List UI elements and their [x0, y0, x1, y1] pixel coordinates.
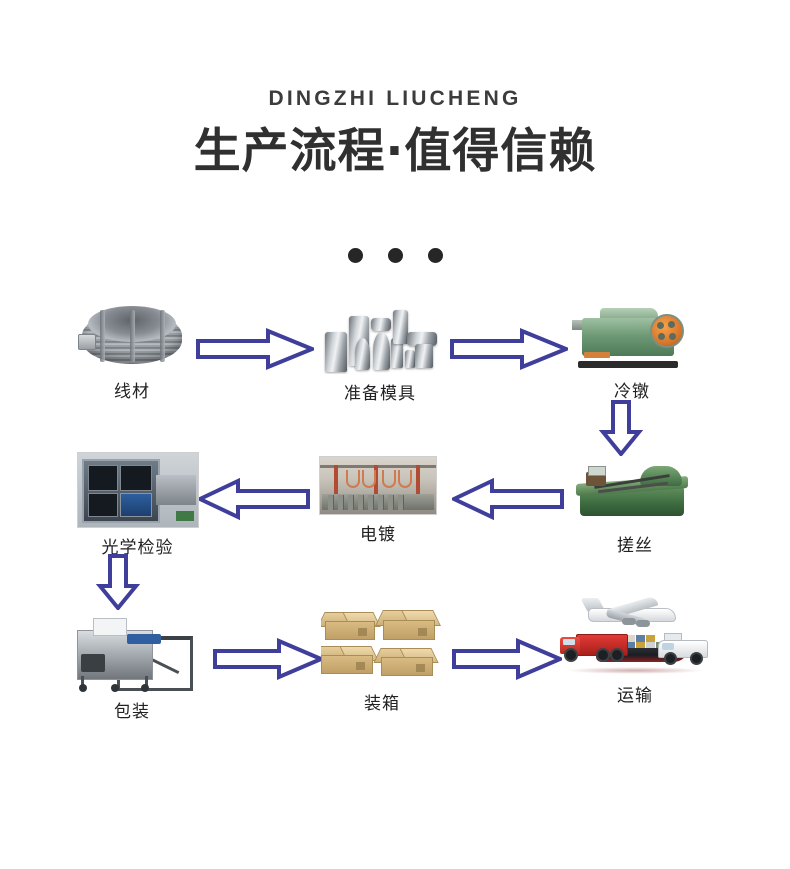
flow-step-transport: 运输 [555, 596, 715, 706]
flow-step-packaging: 包装 [62, 614, 202, 722]
flow-step-label: 冷镦 [614, 382, 650, 402]
optical-inspection-image [76, 452, 199, 528]
production-flow-diagram: 线材 准备模具 [0, 296, 790, 756]
delivery-van-icon [658, 640, 710, 666]
carton-boxes-image [321, 610, 443, 684]
arrow-boxing-to-transport-icon [452, 638, 562, 680]
page-subtitle: DINGZHI LIUCHENG [268, 87, 522, 110]
wire-coil-image [78, 304, 186, 372]
dot-icon [387, 248, 403, 263]
arrow-wire-to-mold-icon [196, 328, 314, 370]
flow-step-label: 装箱 [364, 694, 400, 714]
flow-step-label: 线材 [114, 382, 150, 402]
flow-step-optical-inspection: 光学检验 [70, 452, 205, 558]
dies-molds-image [323, 304, 438, 374]
airplane-icon [580, 596, 678, 630]
flow-step-label: 电镀 [360, 525, 396, 545]
flow-step-label: 运输 [617, 686, 653, 706]
truck-icon [560, 634, 628, 664]
arrow-thread-to-plating-icon [452, 478, 564, 520]
arrow-plating-to-optical-icon [198, 478, 310, 520]
dot-icon [427, 248, 443, 263]
dot-icon [347, 248, 363, 263]
flow-step-cold-heading: 冷镦 [562, 302, 702, 402]
arrow-packaging-to-boxing-icon [213, 638, 323, 680]
flow-step-label: 准备模具 [344, 384, 416, 404]
transport-logistics-image [560, 596, 710, 676]
flow-step-wire-rod: 线材 [62, 304, 202, 402]
separator-dots [0, 248, 790, 263]
page-title: 生产流程·值得信赖 [193, 124, 597, 179]
page-header: DINGZHI LIUCHENG 生产流程·值得信赖 [0, 88, 790, 179]
flow-step-label: 光学检验 [101, 538, 174, 558]
electroplating-line-image [319, 456, 437, 515]
flow-step-electroplating: 电镀 [312, 456, 444, 545]
packaging-machine-image [71, 614, 193, 692]
cold-heading-machine-image [572, 302, 692, 372]
thread-rolling-machine-image [576, 460, 694, 526]
flow-step-label: 搓丝 [617, 536, 653, 556]
flow-step-prepare-mold: 准备模具 [305, 304, 455, 404]
flow-step-label: 包装 [114, 702, 150, 722]
arrow-coldheading-to-thread-icon [599, 400, 643, 456]
arrow-optical-to-packaging-icon [96, 554, 140, 610]
arrow-mold-to-coldheading-icon [450, 328, 568, 370]
flow-step-thread-rolling: 搓丝 [565, 460, 705, 556]
flow-step-boxing: 装箱 [312, 610, 452, 714]
